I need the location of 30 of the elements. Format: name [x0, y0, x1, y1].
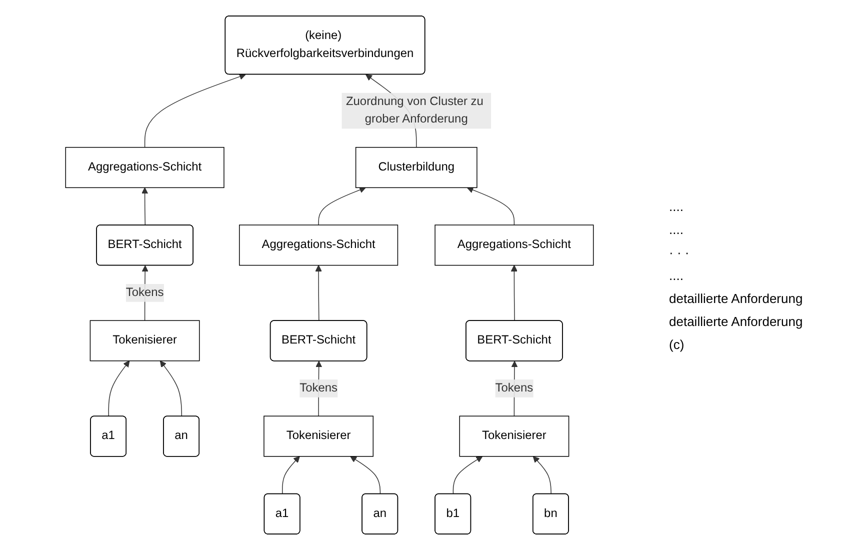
node-box: Tokenisierer: [90, 320, 200, 362]
note-text: · · ·: [669, 244, 690, 260]
note-text: detaillierte Anforderung: [669, 290, 804, 306]
edge-label: Zuordnung von Cluster zu grober Anforderung: [346, 95, 484, 126]
node-box: Aggregations-Schicht: [239, 224, 398, 266]
arrow: [532, 456, 552, 494]
arrow: [452, 456, 483, 494]
arrow: [466, 186, 515, 226]
edge-label: Tokens: [126, 286, 164, 299]
node-box: Aggregations-Schicht: [434, 224, 594, 266]
node-box: Tokenisierer: [264, 416, 374, 457]
arrow: [318, 186, 366, 226]
note-text: ....: [669, 222, 684, 236]
note-text: detaillierte Anforderung: [669, 314, 804, 328]
arrow: [350, 456, 381, 494]
arrow: [144, 73, 246, 148]
edge-label: Tokens: [495, 382, 534, 394]
arrow: [160, 360, 182, 417]
arrow: [282, 456, 300, 494]
node-box: Clusterbildung: [355, 146, 478, 188]
arrow: [510, 265, 518, 322]
arrow: [142, 187, 148, 226]
node-box: Tokenisierer: [459, 416, 570, 457]
edge-label: Tokens: [300, 382, 338, 394]
node-box: Aggregations-Schicht: [65, 146, 224, 188]
note-text: ....: [669, 198, 684, 214]
note-text: ....: [669, 268, 684, 282]
caption: (c): [669, 336, 686, 352]
arrow: [108, 360, 130, 417]
arrow: [315, 265, 322, 322]
